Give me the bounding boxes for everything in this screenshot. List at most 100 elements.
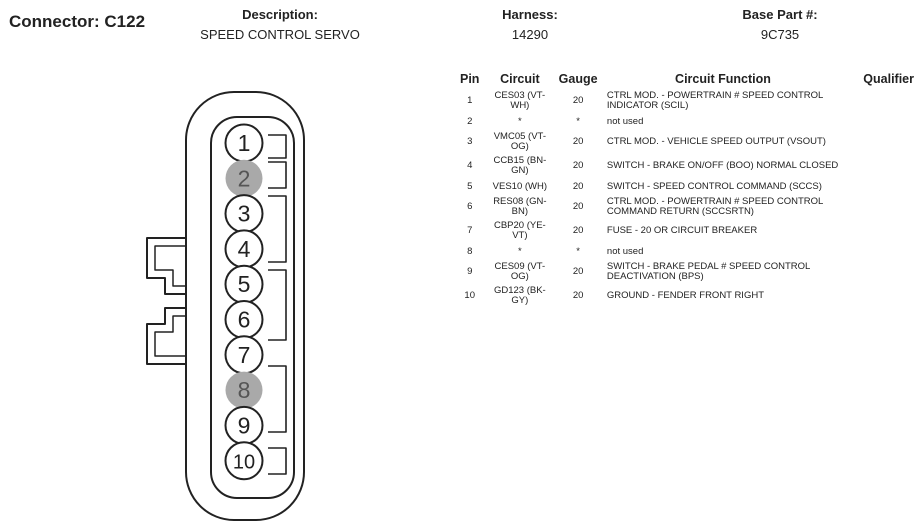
table-row: 1 CES03 (VT-WH) 20 CTRL MOD. - POWERTRAIN #… [452,89,914,113]
gauge-cell: 20 [572,95,584,106]
circuit-cell: CES09 (VT-OG) [494,261,546,282]
pin-number-label: 5 [238,271,251,297]
pin-cell: 4 [467,160,473,171]
description-block: Description: SPEED CONTROL SERVO [170,7,390,42]
pin-cell: 9 [467,266,473,277]
col-header-circuit-function: Circuit Function [675,72,771,86]
col-header-pin: Pin [459,72,480,86]
description-value: SPEED CONTROL SERVO [200,27,360,42]
pin-number-label: 10 [233,452,255,474]
key-tab-4 [268,269,287,341]
pin-number-label: 4 [238,236,251,262]
gauge-cell: 20 [572,180,584,192]
table-row: 10 GD123 (BK-GY) 20 GROUND - FENDER FRONT R… [452,284,914,308]
key-tab-3 [268,195,287,263]
pin-cell: 8 [467,245,473,257]
table-row: 2 * * not used [452,113,914,130]
table-row: 8 * * not used [452,243,914,260]
connector-title: Connector: C122 [9,12,146,31]
col-header-gauge: Gauge [558,72,598,86]
pin-number-label: 7 [238,342,251,368]
lower-latch-inner [154,315,186,357]
circuit-cell: VMC05 (VT-OG) [493,131,546,152]
qualifier-cell [842,243,914,260]
pin-circle [224,441,264,481]
circuit-cell: VES10 (WH) [492,180,548,192]
pin-number-label: 8 [238,377,251,403]
qualifier-cell [842,195,914,219]
upper-latch-inner [154,245,186,287]
circuit-function-cell: FUSE - 20 OR CIRCUIT BREAKER [606,225,758,236]
gauge-cell: * [576,245,580,257]
key-tab-5 [268,365,287,433]
upper-latch [146,237,186,295]
circuit-cell: * [518,115,522,127]
qualifier-cell [842,130,914,154]
gauge-cell: 20 [572,266,584,277]
circuit-function-cell: CTRL MOD. - POWERTRAIN # SPEED CONTROL C… [606,196,823,217]
lower-latch [146,307,186,365]
pin-cell: 10 [464,290,475,301]
key-tab-2 [268,161,287,189]
circuit-cell: * [518,245,522,257]
gauge-cell: 20 [572,225,584,236]
base-part-block: Base Part #: 9C735 [720,7,840,42]
qualifier-cell [842,260,914,284]
gauge-cell: 20 [572,290,584,301]
connector-inner-shell [210,116,295,499]
gauge-cell: * [576,115,580,127]
pin-number-label: 3 [238,201,251,227]
unused-pin-circle [225,159,263,197]
table-row: 9 CES09 (VT-OG) 20 SWITCH - BRAKE PEDAL # S… [452,260,914,284]
circuit-cell: GD123 (BK-GY) [493,285,546,306]
table-row: 6 RES08 (GN-BN) 20 CTRL MOD. - POWERTRAIN #… [452,195,914,219]
pin-cell: 7 [467,225,473,236]
harness-label: Harness: [502,7,558,22]
gauge-cell: 20 [572,136,584,147]
circuit-function-cell: GROUND - FENDER FRONT RIGHT [606,290,765,301]
base-part-value: 9C735 [760,27,800,42]
description-label: Description: [242,7,318,22]
circuit-cell: CBP20 (YE-VT) [493,220,546,241]
pin-cell: 6 [467,201,473,212]
pin-cell: 3 [467,136,473,147]
circuit-function-cell: not used [606,245,644,257]
gauge-cell: 20 [572,201,584,212]
harness-block: Harness: 14290 [470,7,590,42]
qualifier-cell [842,178,914,195]
harness-value: 14290 [511,27,549,42]
unused-pin-circle [225,371,263,409]
table-row: 7 CBP20 (YE-VT) 20 FUSE - 20 OR CIRCUIT BRE… [452,219,914,243]
gauge-cell: 20 [572,160,584,171]
key-tab-6 [268,447,287,475]
qualifier-cell [842,113,914,130]
circuit-function-cell: CTRL MOD. - POWERTRAIN # SPEED CONTROL I… [606,90,823,111]
connector-outer-shell [185,91,305,521]
circuit-function-cell: CTRL MOD. - VEHICLE SPEED OUTPUT (VSOUT) [606,136,826,147]
circuit-function-cell: SWITCH - BRAKE PEDAL # SPEED CONTROL DEA… [606,261,810,282]
pin-cell: 2 [467,115,473,127]
qualifier-cell [842,154,914,178]
qualifier-cell [842,219,914,243]
pin-cell: 5 [467,180,473,192]
circuit-cell: CES03 (VT-WH) [494,90,546,111]
circuit-cell: RES08 (GN-BN) [493,196,547,217]
table-header-row: Pin Circuit Gauge Circuit Function Quali… [452,72,914,89]
pin-number-label: 2 [238,165,251,191]
table-row: 3 VMC05 (VT-OG) 20 CTRL MOD. - VEHICLE SPEE… [452,130,914,154]
col-header-circuit: Circuit [500,72,540,86]
pin-number-label: 6 [238,307,251,333]
qualifier-cell [842,89,914,113]
pin-cell: 1 [467,95,473,106]
pinout-table: Pin Circuit Gauge Circuit Function Quali… [452,72,914,308]
col-header-qualifier: Qualifier [863,72,914,86]
base-part-label: Base Part #: [742,7,818,22]
qualifier-cell [842,284,914,308]
circuit-function-cell: SWITCH - BRAKE ON/OFF (BOO) NORMAL CLOSE… [606,160,839,171]
pin-number-label: 1 [238,130,251,156]
circuit-function-cell: not used [606,115,644,127]
